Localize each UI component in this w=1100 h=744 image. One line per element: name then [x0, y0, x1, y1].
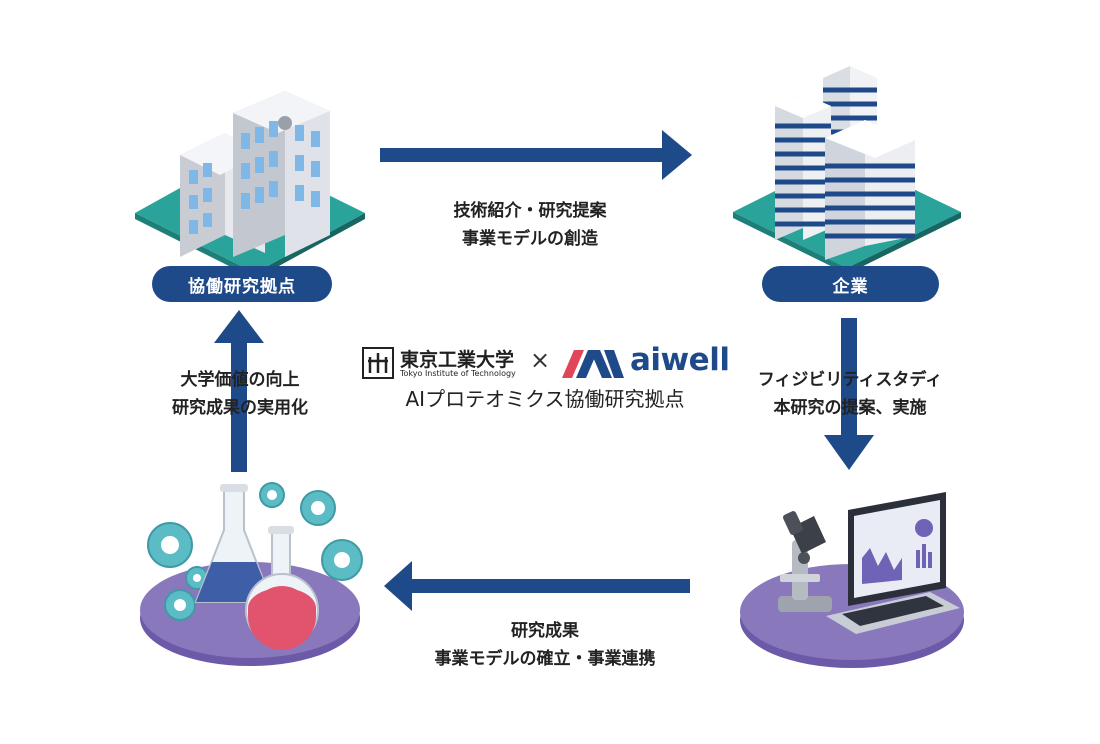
aiwell-mark-icon	[562, 350, 624, 378]
microscope-laptop-icon	[740, 492, 964, 668]
arrow-up-left	[214, 310, 264, 472]
edge-bottom-line2: 事業モデルの確立・事業連携	[434, 649, 656, 669]
node-research-base: 協働研究拠点	[152, 266, 332, 302]
edge-top-line2: 事業モデルの創造	[462, 229, 598, 249]
edge-right-line1: フィジビリティスタディ	[757, 370, 943, 390]
edge-label-bottom: 研究成果 事業モデルの確立・事業連携	[380, 617, 710, 673]
tokyo-tech-logo: 東京工業大学 Tokyo Institute of Technology	[362, 345, 562, 385]
university-name-en: Tokyo Institute of Technology	[400, 369, 516, 378]
lab-flasks-gears-icon	[140, 482, 363, 666]
university-name: 東京工業大学	[400, 349, 515, 371]
aiwell-logo: aiwell	[560, 342, 730, 384]
edge-bottom-line1: 研究成果	[511, 621, 579, 641]
arrow-right-top	[380, 130, 692, 180]
center-subtitle: AIプロテオミクス協働研究拠点	[405, 387, 685, 411]
edge-left-line2: 研究成果の実用化	[172, 398, 308, 418]
company-buildings-icon	[733, 66, 961, 270]
arrow-left-bottom	[384, 561, 690, 611]
partner-name: aiwell	[630, 342, 730, 378]
edge-right-line2: 本研究の提案、実施	[773, 398, 927, 418]
cross-mark: ×	[530, 346, 551, 374]
arrow-down-right	[824, 318, 874, 470]
edge-left-line1: 大学価値の向上	[180, 370, 300, 390]
edge-label-right: フィジビリティスタディ 本研究の提案、実施	[735, 366, 965, 422]
university-building-icon	[135, 91, 365, 270]
edge-top-line1: 技術紹介・研究提案	[453, 201, 607, 221]
tokyo-tech-emblem-icon	[362, 347, 394, 379]
edge-label-top: 技術紹介・研究提案 事業モデルの創造	[380, 197, 680, 253]
node-company: 企業	[762, 266, 939, 302]
edge-label-left: 大学価値の向上 研究成果の実用化	[130, 366, 350, 422]
